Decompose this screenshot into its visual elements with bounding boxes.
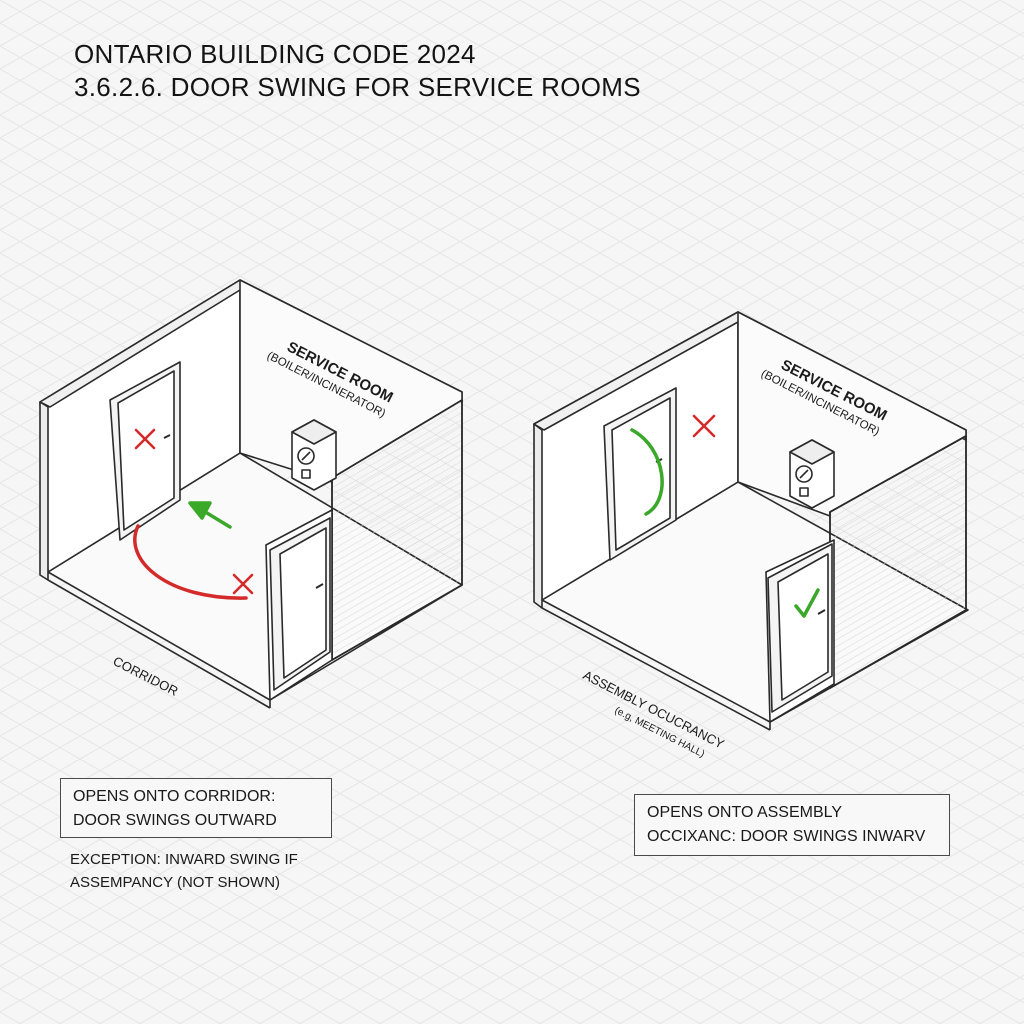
right-wall-x-icon <box>692 414 716 438</box>
title-line-2: 3.6.2.6. DOOR SWING FOR SERVICE ROOMS <box>74 72 641 102</box>
exception-line-1: EXCEPTION: INWARD SWING IF <box>70 851 298 868</box>
boiler-icon <box>789 439 835 509</box>
left-note-line-1: OPENS ONTO CORRIDOR: <box>73 788 276 805</box>
left-arrow-icon <box>188 501 232 529</box>
right-note-line-1: OPENS ONTO ASSEMBLY <box>647 804 843 821</box>
left-exception-note: EXCEPTION: INWARD SWING IF ASSEMPANCY (N… <box>70 848 298 894</box>
left-swing-x-icon <box>232 573 254 595</box>
left-note-box: OPENS ONTO CORRIDOR: DOOR SWINGS OUTWARD <box>60 778 332 838</box>
boiler-icon <box>291 419 337 491</box>
left-room <box>39 279 463 709</box>
left-adjacent-label: CORRIDOR <box>111 653 181 698</box>
right-front-door <box>777 553 829 701</box>
right-note-line-2: OCCIXANC: DOOR SWINGS INWARV <box>647 828 926 845</box>
right-note-box: OPENS ONTO ASSEMBLY OCCIXANC: DOOR SWING… <box>634 794 950 856</box>
right-back-door <box>611 397 671 551</box>
left-back-door <box>117 370 175 531</box>
title-line-1: ONTARIO BUILDING CODE 2024 <box>74 39 476 69</box>
left-front-door <box>279 527 327 679</box>
left-incorrect-swing-arc <box>133 524 248 600</box>
check-mark-icon <box>794 588 820 618</box>
left-note-line-2: DOOR SWINGS OUTWARD <box>73 812 277 829</box>
left-back-door-x-icon <box>134 428 156 450</box>
exception-line-2: ASSEMPANCY (NOT SHOWN) <box>70 874 281 891</box>
page-title: ONTARIO BUILDING CODE 2024 3.6.2.6. DOOR… <box>74 38 641 104</box>
right-correct-swing-arc <box>630 428 664 516</box>
right-room <box>533 311 969 731</box>
